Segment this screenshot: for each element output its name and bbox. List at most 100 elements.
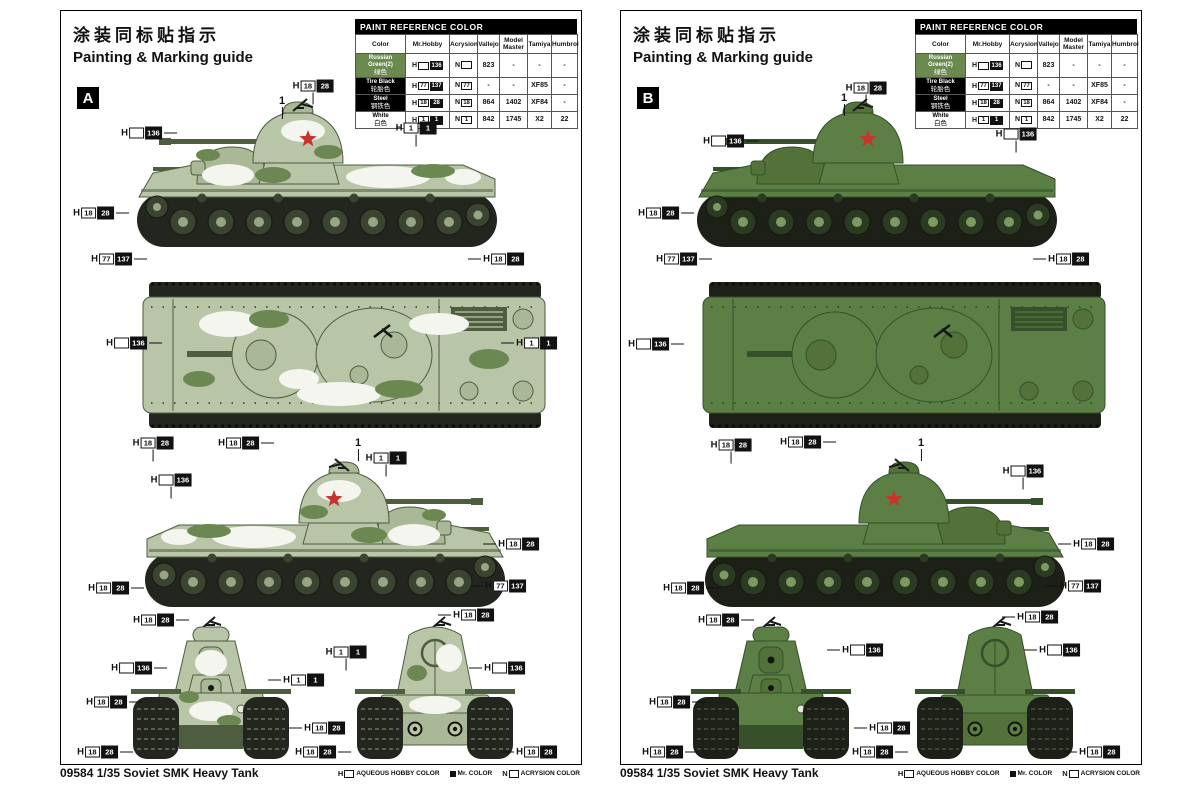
- paint-table-title: PAINT REFERENCE COLOR: [915, 19, 1137, 34]
- mr-color-box: 28: [672, 695, 690, 709]
- aqueous-box: 18: [84, 746, 100, 758]
- mr-color-box: 136: [1019, 127, 1037, 141]
- aqueous-box: 18: [225, 437, 241, 449]
- aqueous-box: 77: [418, 82, 430, 90]
- aqueous-box: 18: [859, 746, 875, 758]
- paint-code-prefix: H: [498, 538, 505, 550]
- paint-code-prefix: H: [453, 609, 460, 621]
- aqueous-box: 18: [649, 746, 665, 758]
- aqueous-box: 1: [290, 674, 306, 686]
- paint-code-prefix: H: [1048, 253, 1055, 265]
- paint-code-prefix: H: [663, 582, 670, 594]
- aqueous-box: 77: [978, 82, 990, 90]
- white-box-icon: [904, 769, 915, 778]
- paint-code-prefix: H: [971, 62, 978, 69]
- aqueous-box: 18: [718, 439, 734, 451]
- mr-color-box: 28: [734, 438, 752, 452]
- mr-color-box: 1: [349, 645, 367, 659]
- mr-color-box: 137: [679, 252, 697, 266]
- aqueous-box: [635, 338, 651, 350]
- paint-table-title: PAINT REFERENCE COLOR: [355, 19, 577, 34]
- humbrol-cell: -: [551, 53, 578, 78]
- aqueous-box: 1: [403, 122, 419, 134]
- kit-number-title: 09584 1/35 Soviet SMK Heavy Tank: [60, 766, 259, 780]
- guide-title-chinese: 涂装同标贴指示: [73, 26, 220, 45]
- paint-code-prefix: H: [484, 662, 491, 674]
- paint-code-prefix: H: [304, 722, 311, 734]
- aqueous-box: 18: [140, 437, 156, 449]
- panel-b: 涂装同标贴指示 Painting & Marking guide B PAINT…: [620, 10, 1142, 765]
- aqueous-box: 18: [460, 609, 476, 621]
- white-box-icon: [1068, 769, 1079, 778]
- aqueous-box: 18: [302, 746, 318, 758]
- aqueous-box: 18: [645, 207, 661, 219]
- paint-code-prefix: H: [656, 253, 663, 265]
- white-box-icon: [344, 769, 355, 778]
- aqueous-box: 18: [505, 538, 521, 550]
- mr-color-box: 28: [521, 537, 539, 551]
- paint-code-prefix: H: [77, 746, 84, 758]
- aqueous-box: 1: [373, 452, 389, 464]
- mr-color-box: 28: [156, 613, 174, 627]
- aqueous-box: [118, 662, 134, 674]
- paint-code-prefix: N: [454, 82, 461, 90]
- aqueous-box: 77: [492, 580, 508, 592]
- aqueous-box: [1003, 128, 1019, 140]
- paint-code-prefix: H: [283, 674, 290, 686]
- aqueous-box: 18: [787, 436, 803, 448]
- mr-color-legend: Mr. COLOR: [1009, 770, 1052, 777]
- mr-color-box: 28: [1096, 537, 1114, 551]
- mr-color-box: 28: [665, 745, 683, 759]
- humbrol-cell: 22: [551, 111, 578, 129]
- panel-label-a: A: [77, 87, 99, 109]
- paint-code-prefix: H: [411, 99, 418, 107]
- paint-code-prefix: H: [91, 253, 98, 265]
- aqueous-box: 77: [1021, 81, 1033, 90]
- paint-code-prefix: N: [1014, 82, 1021, 90]
- mr-color-box: 28: [241, 436, 259, 450]
- aqueous-box: 18: [418, 99, 430, 107]
- mr-color-box: 28: [721, 613, 739, 627]
